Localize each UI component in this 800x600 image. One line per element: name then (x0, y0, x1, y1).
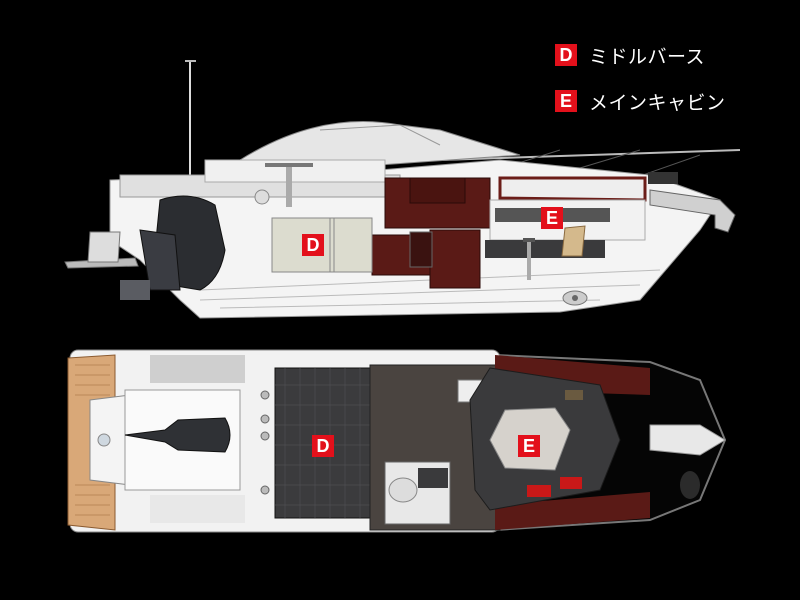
side-view-label-e: E (541, 207, 563, 229)
outboard-engine-top (124, 417, 231, 453)
legend-item-d: D ミドルバース (555, 42, 726, 68)
legend-label-main-cabin: メインキャビン (589, 91, 726, 114)
legend: D ミドルバース E メインキャビン (555, 42, 726, 134)
badge-d: D (555, 44, 577, 66)
top-view-label-d: D (312, 435, 334, 457)
badge-e: E (555, 90, 577, 112)
hardtop (238, 121, 521, 166)
side-view-label-d: D (302, 234, 324, 256)
legend-item-e: E メインキャビン (555, 88, 726, 114)
cabinet-lower (429, 229, 481, 289)
legend-label-middle-berth: ミドルバース (589, 45, 706, 68)
top-view-label-e: E (518, 435, 540, 457)
